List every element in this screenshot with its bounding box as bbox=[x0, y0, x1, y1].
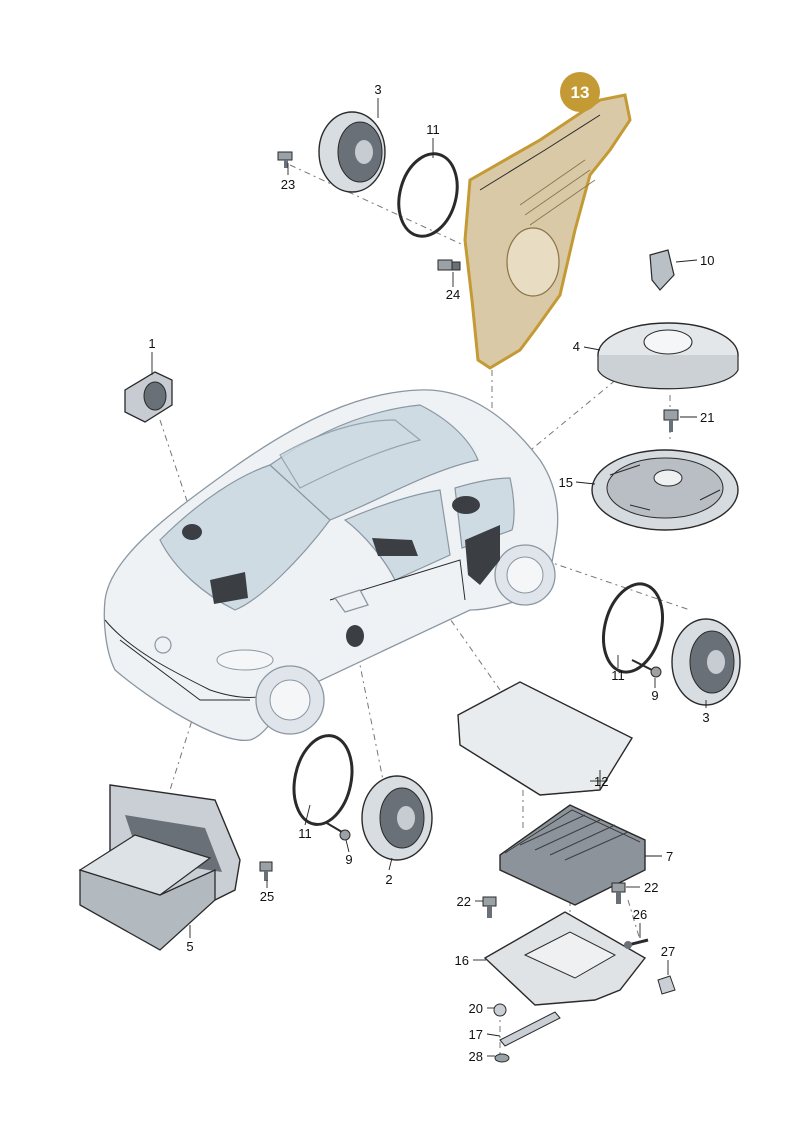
label-11-lower: 11 bbox=[298, 826, 312, 841]
part-11-ring-lower bbox=[292, 734, 354, 826]
label-1: 1 bbox=[148, 336, 155, 351]
part-7-amplifier bbox=[499, 804, 646, 906]
part-12-cover bbox=[457, 681, 633, 796]
label-3-top: 3 bbox=[374, 82, 381, 97]
label-21: 21 bbox=[700, 410, 714, 425]
label-20: 20 bbox=[469, 1001, 483, 1016]
label-2: 2 bbox=[385, 872, 392, 887]
part-28-washer bbox=[494, 1053, 510, 1063]
part-26-bolt bbox=[624, 938, 649, 949]
label-10: 10 bbox=[700, 253, 714, 268]
part-10-connector bbox=[649, 249, 675, 291]
badge-label-13: 13 bbox=[571, 83, 590, 102]
label-16: 16 bbox=[455, 953, 469, 968]
label-24: 24 bbox=[446, 287, 460, 302]
label-26: 26 bbox=[633, 907, 647, 922]
part-5-head-unit bbox=[78, 784, 241, 951]
part-24-clip bbox=[437, 259, 461, 271]
part-13-panel bbox=[463, 93, 632, 370]
part-13-badge: 13 bbox=[560, 72, 600, 112]
car-body bbox=[103, 389, 559, 741]
part-17-strip bbox=[499, 1011, 561, 1047]
part-22-screw-right bbox=[611, 882, 626, 904]
label-3-right: 3 bbox=[702, 710, 709, 725]
label-27: 27 bbox=[661, 944, 675, 959]
part-20-nut bbox=[493, 1003, 507, 1017]
part-labels: 3 11 23 24 10 4 21 15 1 11 9 3 12 11 9 2… bbox=[148, 82, 714, 1064]
part-15-tray bbox=[591, 449, 739, 531]
label-15: 15 bbox=[559, 475, 573, 490]
label-5: 5 bbox=[186, 939, 193, 954]
label-7: 7 bbox=[666, 849, 673, 864]
label-9-lower: 9 bbox=[345, 852, 352, 867]
label-22-left: 22 bbox=[457, 894, 471, 909]
label-22-right: 22 bbox=[644, 880, 658, 895]
part-2-speaker bbox=[361, 775, 433, 861]
label-11-top: 11 bbox=[426, 122, 440, 137]
part-3-speaker-right bbox=[671, 618, 741, 706]
part-27-clip bbox=[657, 975, 676, 995]
part-9-rivet-right bbox=[631, 659, 662, 678]
label-12: 12 bbox=[594, 774, 608, 789]
label-9-right: 9 bbox=[651, 688, 658, 703]
label-25: 25 bbox=[260, 889, 274, 904]
part-9-rivet-lower bbox=[324, 821, 351, 841]
leader-lines bbox=[151, 98, 707, 1057]
part-16-bracket bbox=[483, 911, 647, 1006]
part-21-screw bbox=[663, 409, 679, 432]
label-17: 17 bbox=[469, 1027, 483, 1042]
part-25-screw bbox=[259, 861, 273, 881]
part-3-speaker-top bbox=[318, 111, 386, 193]
part-11-ring-top bbox=[397, 152, 459, 238]
label-4: 4 bbox=[573, 339, 580, 354]
part-4-housing bbox=[597, 322, 739, 390]
part-11-ring-right bbox=[602, 582, 664, 674]
label-28: 28 bbox=[469, 1049, 483, 1064]
part-22-screw-left bbox=[482, 896, 497, 918]
part-23-screw bbox=[277, 151, 293, 168]
label-11-right: 11 bbox=[611, 668, 625, 683]
label-23: 23 bbox=[281, 177, 295, 192]
part-1-tweeter bbox=[124, 371, 173, 423]
